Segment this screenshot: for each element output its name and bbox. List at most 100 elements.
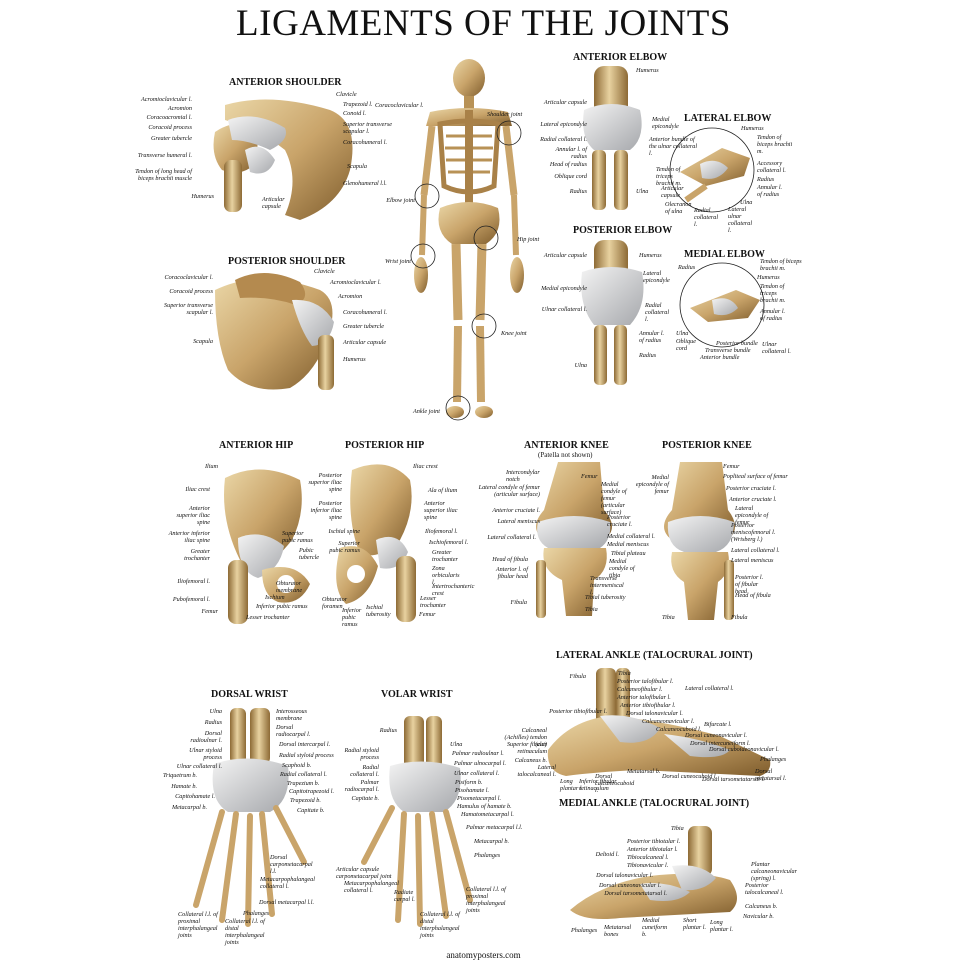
label: Posterior cruciate l. [607,514,633,528]
label: Radius [569,188,587,195]
label: Superior pubic ramus [329,540,360,554]
label: Femur [723,463,740,470]
label: Pisohamate l. [455,787,490,794]
label: Interosseous membrane [276,708,308,722]
label: Collateral l.l. of proximal interphalang… [178,911,218,939]
label: Navicular b. [743,913,774,920]
label: Ala of ilium [428,487,458,494]
label: Ulnar styloid process [189,747,222,761]
label: Phalanges [243,910,270,917]
label: Ulnar collateral l. [176,763,222,770]
label: Acromion [338,293,363,300]
section-title-anterior-shoulder: ANTERIOR SHOULDER [229,77,342,88]
section-title-posterior-elbow: POSTERIOR ELBOW [573,225,673,236]
label: Tibia [618,670,631,677]
label: Medial epicondyle [652,116,679,130]
label: Collateral l.l. of distal interphalangea… [420,911,460,939]
label: Ischiofemoral l. [429,539,469,546]
label: Zona orbicularis l. [432,565,460,586]
label: Medial condyle of tibia [609,558,635,579]
label: Phalanges [760,756,787,763]
label: Humerus [757,274,780,281]
section-title-anterior-elbow: ANTERIOR ELBOW [573,52,668,63]
volar-wrist-figure [361,716,473,927]
label: Metacarpophalangeal collateral l. [344,880,399,894]
label: Head of radius [549,161,587,168]
label: Iliac crest [185,486,210,493]
label: Inferior pubic ramus [256,603,308,610]
label: Acromioclavicular l. [330,279,381,286]
label: Tibia [671,825,684,832]
label: Olecranon of ulna [665,201,692,215]
posterior-elbow-figure [581,240,644,385]
label: Long plantar l. [710,919,734,933]
label: Calcaneus b. [514,757,547,764]
label: Fibula [510,599,528,606]
label: Trapezoid l. [343,101,373,108]
label: Humerus [343,356,366,363]
label: Humerus [741,125,764,132]
label: Ulna [676,330,689,337]
label: Ulnar collateral l. [541,306,587,313]
label: Head of fibula [492,556,528,563]
label: Fibula [569,673,587,680]
label: Tendon of long head of biceps brachii mu… [135,168,192,182]
label: Dorsal intercarpal l. [279,741,331,748]
label: Lateral meniscus [731,557,774,564]
label: Calcaneonavicular l. [642,718,695,725]
label: Obturator membrane [276,580,303,594]
label: Anterior superior iliac spine [424,500,458,521]
label: Palmar radiocarpal l. [344,779,379,793]
label: Anterior bundle of the ulnar collateral … [649,136,698,157]
section-title-posterior-hip: POSTERIOR HIP [345,440,425,451]
label: Dorsal tarsometatarsal l. [702,776,765,783]
label: Anterior cruciate l. [729,496,777,503]
label: Dorsal carpometacarpal l.l. [270,854,313,875]
label: Lateral epicondyle [540,121,587,128]
label: Glenohumeral l.l. [343,180,387,187]
label: Medial cuneiform b. [642,917,668,938]
label: Greater trochanter [184,548,210,562]
label: Clavicle [314,268,335,275]
label: Dorsal cuneonavicular l. [598,882,661,889]
label: Tibionavicular l. [627,862,669,869]
label: Radius [204,719,222,726]
skeleton-figure [410,59,524,421]
label: Scapula [347,163,367,170]
label: Greater tubercle [151,135,192,142]
label: Femur [581,473,598,480]
label: Trapezium b. [287,780,320,787]
label: Greater trochanter [432,549,458,563]
label: Iliac crest [413,463,438,470]
anterior-elbow-figure [583,66,642,210]
label: Tibial plateau [611,550,646,557]
label: Posterior l. of fibular head [735,574,764,595]
medial-elbow-figure [679,262,765,348]
label: Collateral l.l. of proximal interphalang… [466,886,506,914]
label: Lateral epicondyle [643,270,670,284]
label: Metacarpophalangeal collateral l. [260,876,315,890]
section-title-anterior-hip: ANTERIOR HIP [219,440,294,451]
label: Femur [201,608,219,615]
label: Humerus [191,193,214,200]
label: Metatarsal b. [627,768,661,775]
medial-ankle-figure [570,826,737,919]
label: Trapezoid b. [290,797,321,804]
label: Coracoacromial l. [146,114,193,121]
lateral-elbow-figure [669,127,755,213]
label: Metacarpal b. [474,838,510,845]
label: Tendon of triceps brachii m. [760,283,786,304]
label: Lateral meniscus [497,518,540,525]
label: Inferior fibular retinaculum [579,778,617,792]
label: Deltoid l. [595,851,619,858]
label: Ulna [450,741,463,748]
label: Radius [379,727,397,734]
label: Ulnar collateral l. [762,341,791,355]
anterior-hip-figure [224,469,310,624]
label: Anterior l. of fibular head [495,566,528,580]
label: Articular capsule [543,99,587,106]
label: Tendon of biceps brachii m. [760,258,802,272]
label: Radial styloid process [279,752,334,759]
anterior-knee-figure [536,462,612,618]
